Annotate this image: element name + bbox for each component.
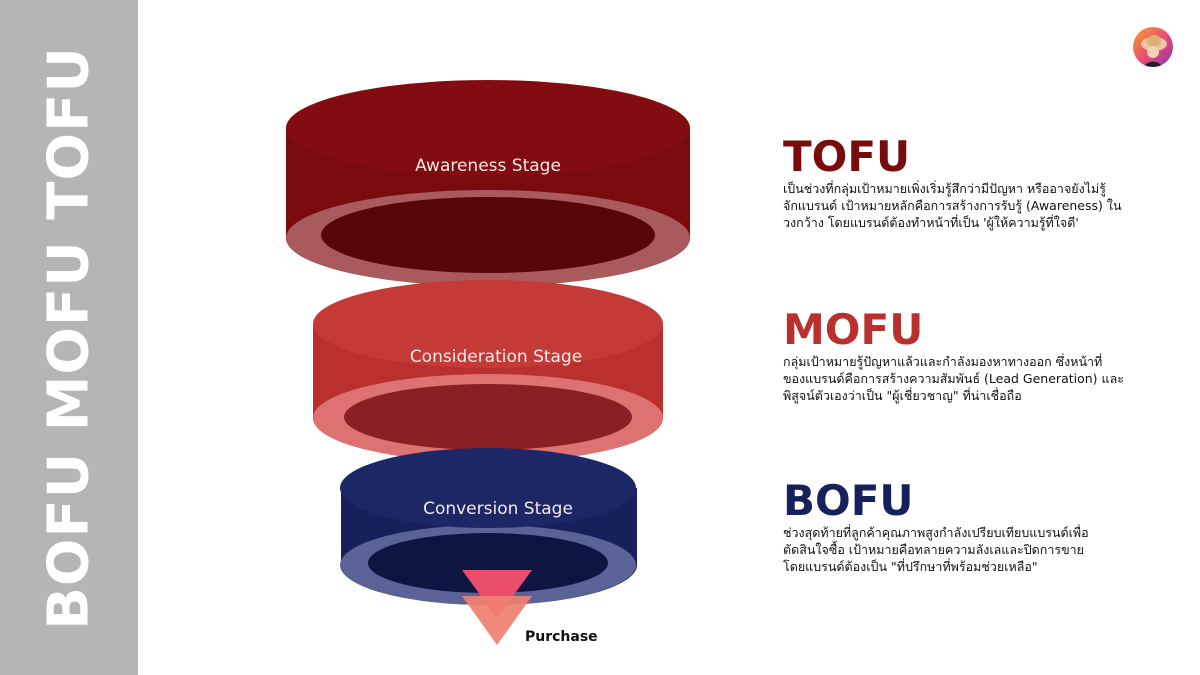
stage-label-conversion: Conversion Stage	[423, 499, 573, 519]
bofu-text-line: ช่วงสุดท้ายที่ลูกค้าคุณภาพสูงกำลังเปรียบ…	[783, 525, 1089, 540]
tofu-title: TOFU	[783, 132, 911, 181]
tofu-text-line: เป็นช่วงที่กลุ่มเป้าหมายเพิ่งเริ่มรู้สึก…	[783, 181, 1106, 196]
tofu-text: เป็นช่วงที่กลุ่มเป้าหมายเพิ่งเริ่มรู้สึก…	[783, 180, 1148, 231]
stage-label-consideration: Consideration Stage	[410, 347, 582, 367]
mofu-text-line: พิสูจน์ตัวเองว่าเป็น "ผู้เชี่ยวชาญ" ที่น…	[783, 388, 1022, 403]
bofu-text: ช่วงสุดท้ายที่ลูกค้าคุณภาพสูงกำลังเปรียบ…	[783, 524, 1148, 575]
bofu-text-line: ตัดสินใจซื้อ เป้าหมายคือทลายความลังเลและ…	[783, 542, 1084, 557]
mofu-text-line: กลุ่มเป้าหมายรู้ปัญหาแล้วและกำลังมองหาทา…	[783, 354, 1103, 369]
tofu-text-line: จักแบรนด์ เป้าหมายหลักคือการสร้างการรับร…	[783, 198, 1122, 213]
sidebar: BOFU MOFU TOFU	[0, 0, 138, 675]
mofu-text: กลุ่มเป้าหมายรู้ปัญหาแล้วและกำลังมองหาทา…	[783, 353, 1148, 404]
funnel-stage-conversion: Conversion Stage	[340, 448, 637, 605]
mofu-text-line: ของแบรนด์คือการสร้างความสัมพันธ์ (Lead G…	[783, 371, 1124, 386]
bofu-description: BOFU ช่วงสุดท้ายที่ลูกค้าคุณภาพสูงกำลังเ…	[783, 478, 1148, 575]
tofu-text-line: วงกว้าง โดยแบรนด์ต้องทำหน้าที่เป็น 'ผู้ใ…	[783, 215, 1079, 230]
mofu-description: MOFU กลุ่มเป้าหมายรู้ปัญหาแล้วและกำลังมอ…	[783, 307, 1148, 404]
funnel-stage-awareness: Awareness Stage	[286, 80, 690, 286]
bofu-title: BOFU	[783, 476, 914, 525]
bofu-text-line: โดยแบรนด์ต้องเป็น "ที่ปรึกษาที่พร้อมช่วย…	[783, 559, 1038, 574]
mofu-title: MOFU	[783, 305, 924, 354]
tofu-description: TOFU เป็นช่วงที่กลุ่มเป้าหมายเพิ่งเริ่มร…	[783, 134, 1148, 231]
funnel-stage-consideration: Consideration Stage	[313, 280, 663, 462]
stage-label-awareness: Awareness Stage	[415, 156, 561, 176]
purchase-arrow-icon	[462, 570, 532, 645]
person-with-hat-avatar-icon[interactable]	[1133, 27, 1173, 67]
purchase-label: Purchase	[525, 629, 598, 645]
